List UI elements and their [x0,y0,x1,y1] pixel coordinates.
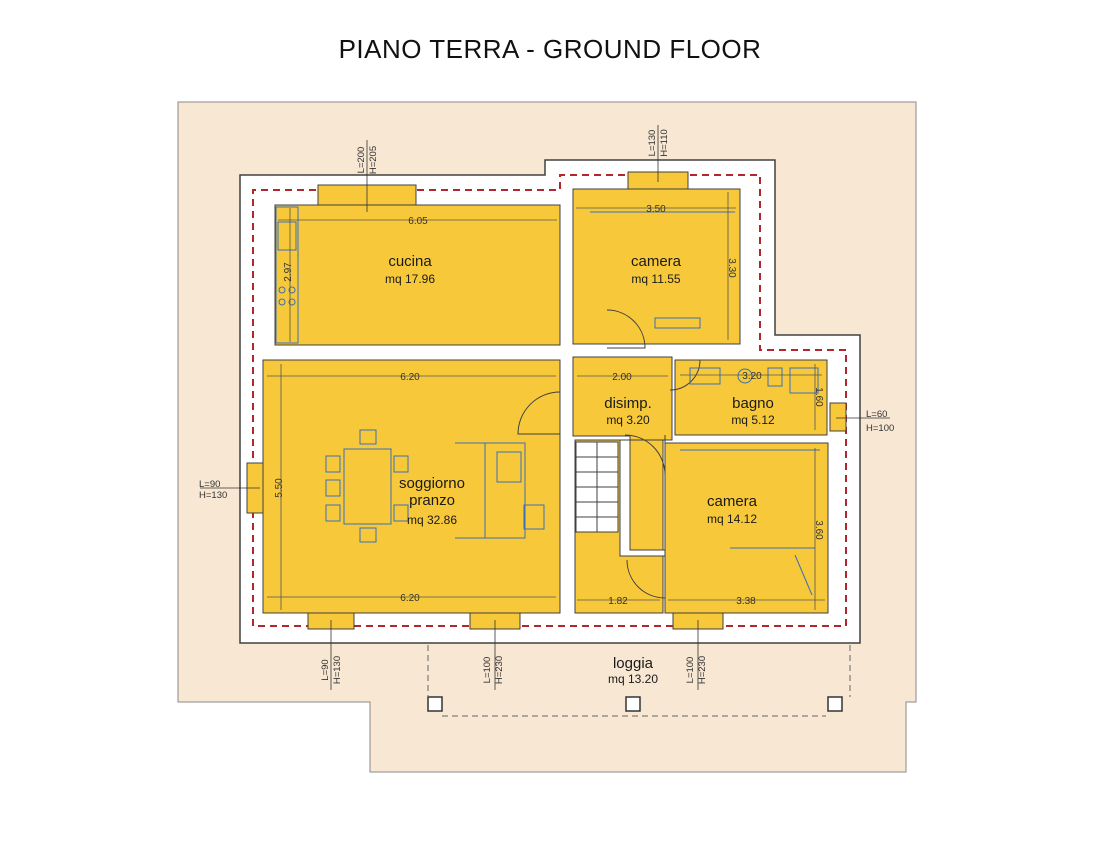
window-soggiorno-bottom-1-width: L=90 [320,659,331,680]
dining-table [325,429,409,543]
dimension-lines [267,192,825,610]
dim-camera1-width: 3.50 [646,204,666,215]
loggia-columns [427,696,843,712]
loggia-outline [427,645,851,717]
dim-camera2-depth: 3.60 [813,520,824,540]
room-label-loggia: loggia [613,655,654,672]
window-soggiorno-side-width: L=90 [199,479,220,490]
dim-bagno-depth: 1.60 [813,387,824,407]
room-label-pranzo: pranzo [409,492,455,509]
dim-cucina-depth: 2.97 [283,262,294,282]
dim-disimpegno-width: 2.00 [612,372,632,383]
window-camera1-height: H=110 [659,129,670,157]
window-camera1-width: L=130 [647,130,658,157]
door-swings [517,309,701,599]
bedroom-2-furniture [680,449,820,596]
room-label-soggiorno: soggiorno [399,475,465,492]
dim-stair-width: 1.82 [608,596,628,607]
room-area-camera-1: mq 11.55 [631,272,680,286]
window-leaders [200,125,890,690]
dim-soggiorno-width-bottom: 6.20 [400,593,420,604]
bedroom-1-furniture [590,211,735,329]
room-area-cucina: mq 17.96 [385,272,435,286]
window-bagno-width: L=60 [866,409,887,420]
window-soggiorno-bottom-1-height: H=130 [332,656,343,684]
window-cucina-width: L=200 [356,147,367,174]
room-area-bagno: mq 5.12 [731,413,775,427]
staircase [575,441,619,533]
window-cucina-height: H=205 [368,146,379,174]
window-soggiorno-side-height: H=130 [199,490,227,501]
dim-bagno-width: 3.20 [742,371,762,382]
bathroom-fixtures [689,367,819,394]
window-camera2-bottom-height: H=230 [697,656,708,684]
room-label-camera-1: camera [631,253,682,270]
room-cucina [274,204,561,346]
kitchen-counter [275,206,299,344]
room-label-cucina: cucina [388,253,432,270]
plan-title: PIANO TERRA - GROUND FLOOR [338,34,762,64]
room-label-camera-2: camera [707,493,758,510]
sofa-set [455,442,545,539]
room-label-bagno: bagno [732,395,774,412]
dim-soggiorno-width-top: 6.20 [400,372,420,383]
room-area-soggiorno: mq 32.86 [407,513,457,527]
dim-cucina-width: 6.05 [408,216,428,227]
room-label-disimpegno: disimp. [604,395,652,412]
window-soggiorno-bottom-2-height: H=230 [494,656,505,684]
dim-soggiorno-depth: 5.50 [274,478,285,498]
room-area-disimpegno: mq 3.20 [606,413,650,427]
room-area-loggia: mq 13.20 [608,672,658,686]
room-area-camera-2: mq 14.12 [707,512,757,526]
dim-camera1-depth: 3.30 [726,258,737,278]
window-bagno-height: H=100 [866,423,894,434]
room-soggiorno [262,359,561,614]
stair-wall [619,439,666,557]
window-camera2-bottom-width: L=100 [685,657,696,684]
window-soggiorno-bottom-2-width: L=100 [482,657,493,684]
dim-camera2-width: 3.38 [736,596,756,607]
room-camera-2 [664,442,829,614]
